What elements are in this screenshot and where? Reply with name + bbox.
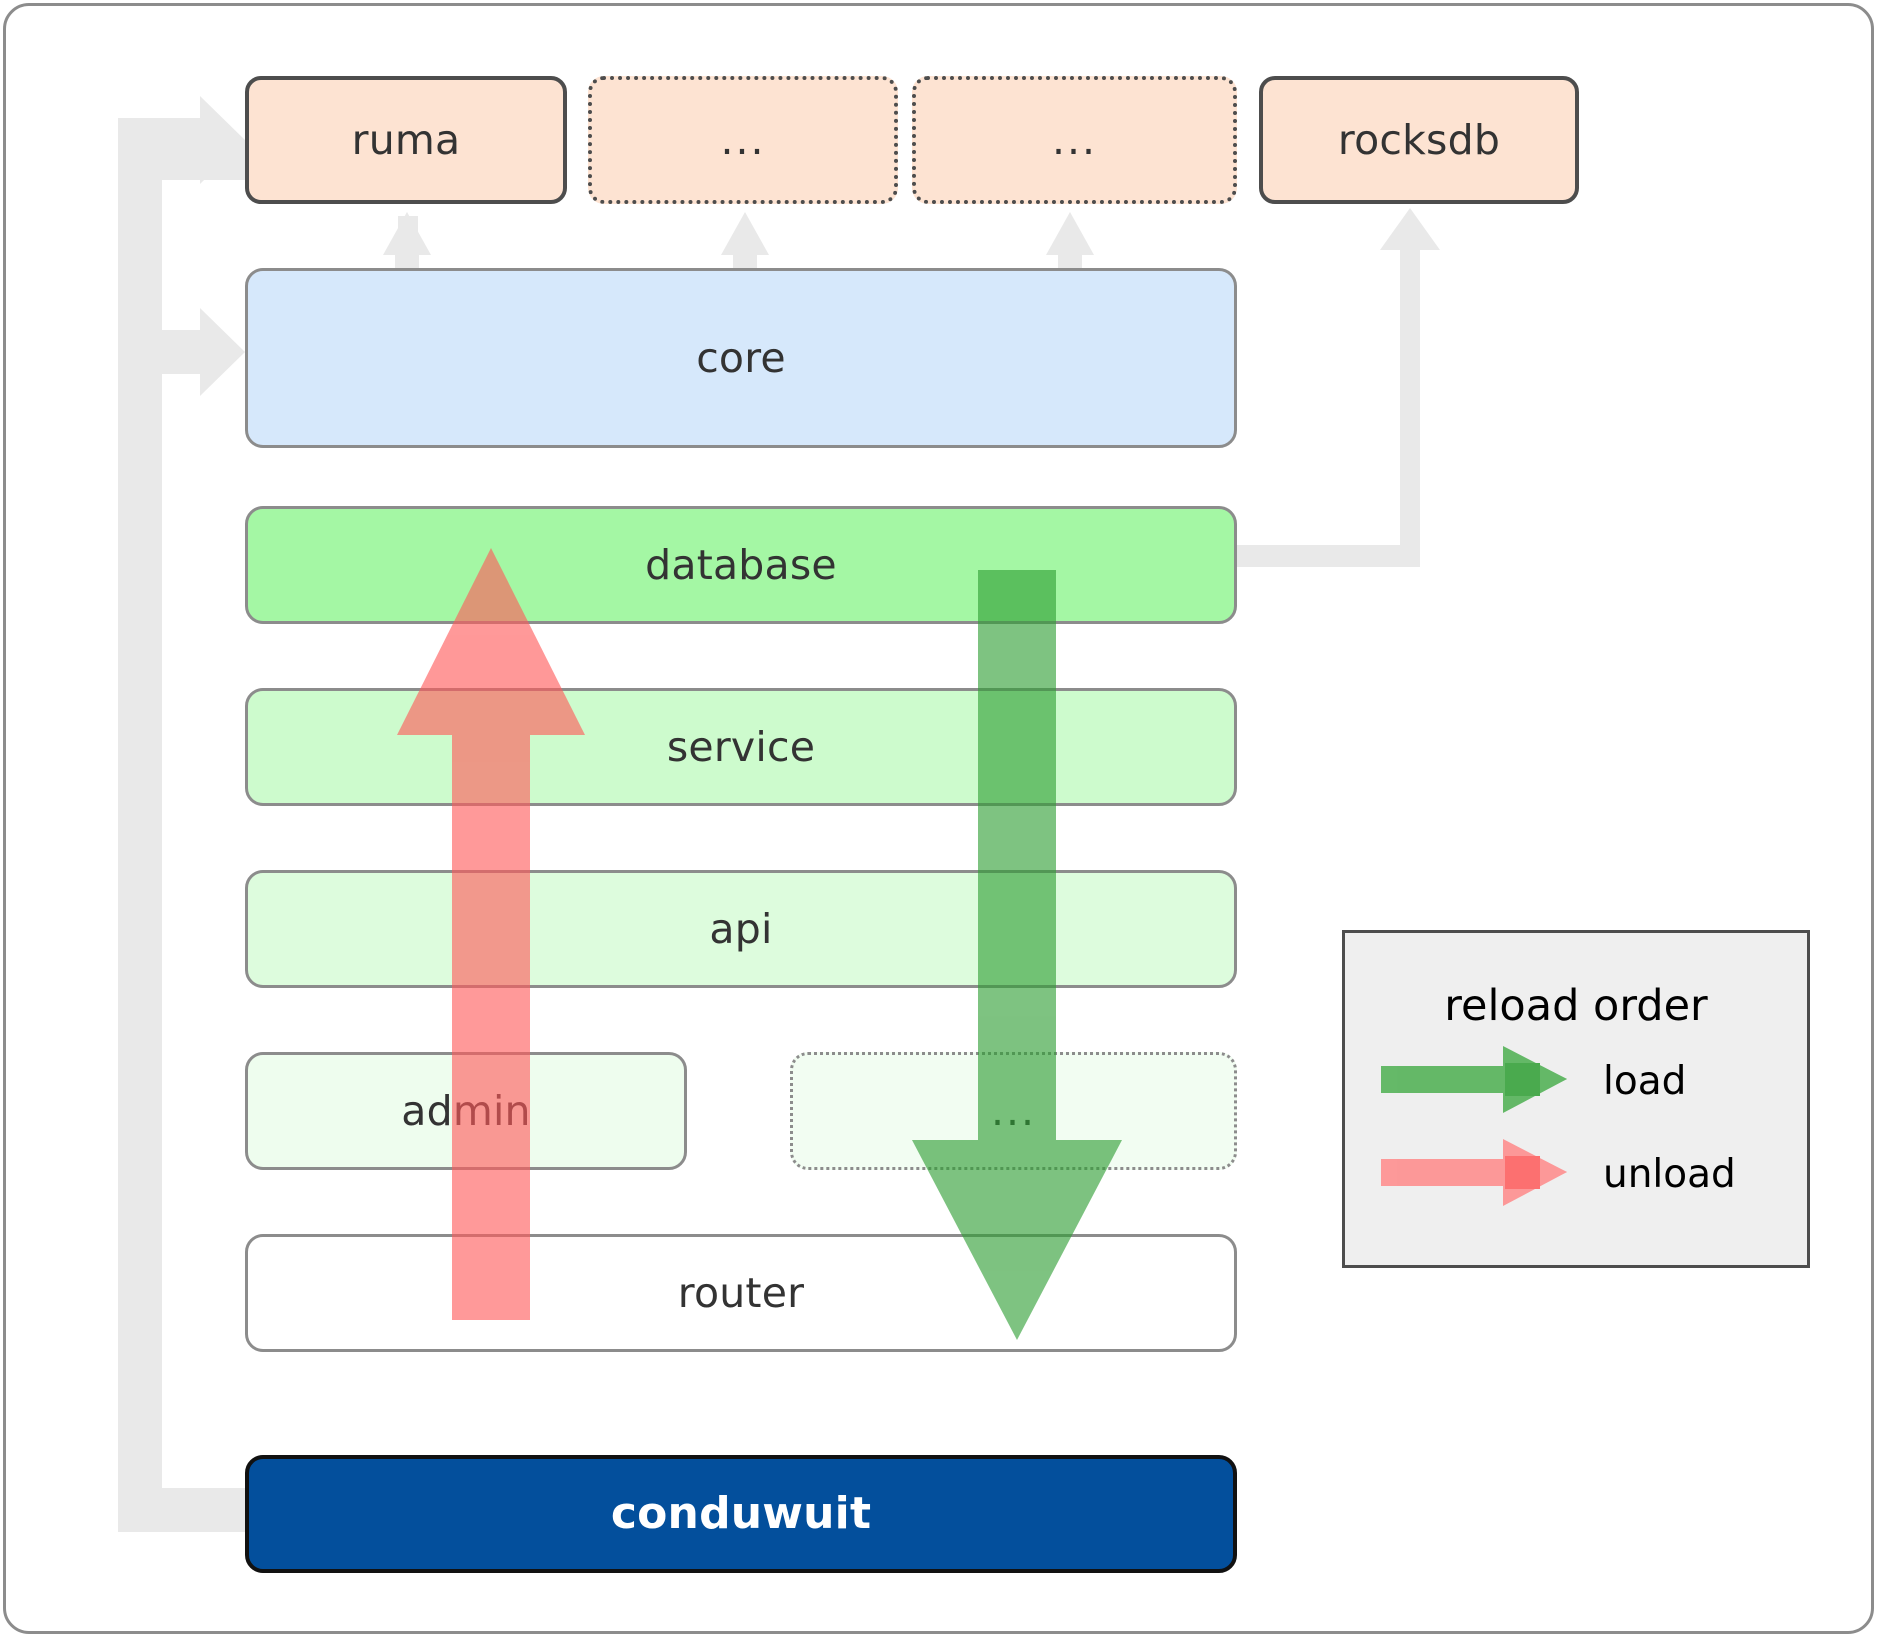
layer-database[interactable]: database — [245, 506, 1237, 624]
layer-core[interactable]: core — [245, 268, 1237, 448]
legend-panel: reload order load unload — [1342, 930, 1810, 1268]
legend-label-unload: unload — [1603, 1152, 1736, 1197]
app-conduwuit-label: conduwuit — [610, 1488, 872, 1539]
package-ruma[interactable]: ruma — [245, 76, 567, 204]
layer-core-label: core — [696, 333, 786, 382]
layer-admin-label: admin — [401, 1086, 531, 1135]
layer-router-label: router — [677, 1268, 805, 1317]
layer-etc-label: ... — [990, 1086, 1037, 1135]
legend-label-load: load — [1603, 1059, 1687, 1104]
layer-admin[interactable]: admin — [245, 1052, 687, 1170]
package-rocksdb-label: rocksdb — [1337, 115, 1501, 164]
package-ruma-label: ruma — [351, 115, 461, 164]
layer-etc[interactable]: ... — [790, 1052, 1237, 1170]
package-ellipsis-2[interactable]: ... — [912, 76, 1237, 204]
package-ellipsis-2-label: ... — [1051, 115, 1098, 164]
package-rocksdb[interactable]: rocksdb — [1259, 76, 1579, 204]
layer-service-label: service — [666, 722, 816, 771]
layer-service[interactable]: service — [245, 688, 1237, 806]
diagram-frame — [3, 3, 1874, 1634]
legend-unload-arrow — [1381, 1139, 1567, 1206]
layer-api[interactable]: api — [245, 870, 1237, 988]
layer-router[interactable]: router — [245, 1234, 1237, 1352]
layer-api-label: api — [709, 904, 773, 953]
package-ellipsis-1[interactable]: ... — [588, 76, 898, 204]
legend-load-arrow — [1381, 1046, 1567, 1113]
legend-title: reload order — [1444, 981, 1708, 1031]
legend-arrows — [1381, 1046, 1567, 1206]
layer-database-label: database — [645, 540, 837, 589]
app-conduwuit[interactable]: conduwuit — [245, 1455, 1237, 1573]
package-ellipsis-1-label: ... — [720, 115, 766, 164]
